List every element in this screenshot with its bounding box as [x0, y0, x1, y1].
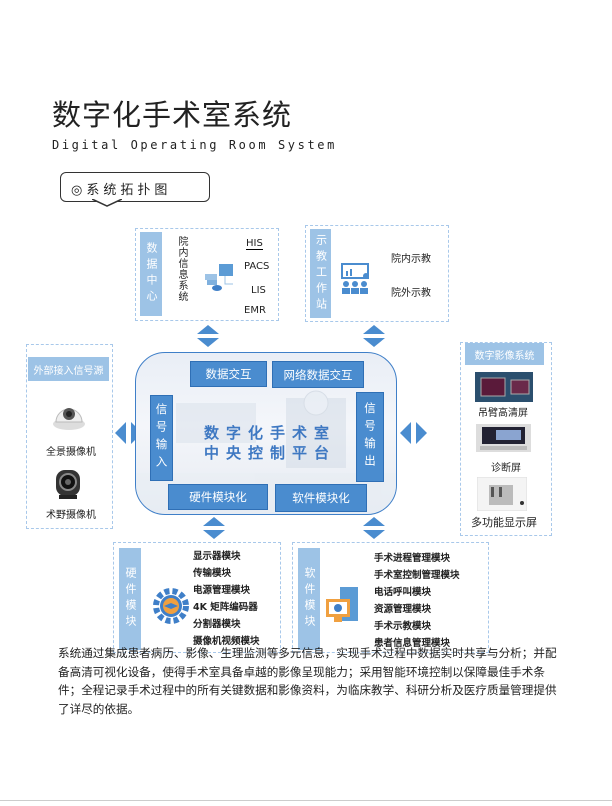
digital-imaging-group — [460, 342, 552, 536]
hardware-item: 4K 矩阵编码器 — [193, 602, 258, 613]
hardware-module-list: 显示器模块 传输模块 电源管理模块 4K 矩阵编码器 分割器模块 摄像机视频模块 — [193, 548, 260, 650]
updown-arrow-icon — [203, 517, 225, 539]
hardware-module-group — [113, 542, 281, 653]
software-item: 手术进程管理模块 — [374, 553, 451, 564]
page-title: 数字化手术室系统 — [52, 98, 293, 132]
hardware-item: 分割器模块 — [193, 619, 241, 630]
data-center-group — [135, 228, 279, 321]
topology-label: 系统拓扑图 — [86, 183, 172, 198]
software-item: 电话呼叫模块 — [374, 587, 432, 598]
software-module-label: 软件模块 — [298, 548, 320, 650]
platform-title-line1: 数字化手术室 — [203, 424, 336, 442]
computer-settings-icon — [326, 587, 358, 622]
description-paragraph: 系统通过集成患者病历、影像、生理监测等多元信息，实现手术过程中数据实时共享与分析… — [58, 646, 557, 716]
software-module-group — [292, 542, 489, 653]
hardware-item: 电源管理模块 — [193, 585, 251, 596]
software-item: 资源管理模块 — [374, 604, 432, 615]
callout-tail — [92, 199, 122, 207]
hardware-item: 传输模块 — [193, 568, 232, 579]
updown-arrow-icon — [363, 517, 385, 539]
external-signal-label: 外部接入信号源 — [28, 357, 109, 381]
updown-arrow-icon — [197, 325, 219, 347]
teaching-internal: 院内示教 — [391, 254, 431, 265]
his-label: HIS — [246, 238, 263, 250]
signal-output-box: 信号输出 — [356, 392, 384, 482]
digital-imaging-label: 数字影像系统 — [465, 343, 544, 365]
platform-title-line2: 中央控制平台 — [203, 444, 336, 462]
camera-panoramic-label: 全景摄像机 — [46, 447, 96, 458]
signal-input-box: 信号输入 — [150, 395, 173, 481]
target-icon: ◎ — [71, 183, 87, 198]
leftright-arrow-icon — [400, 422, 427, 444]
external-signal-group — [26, 344, 113, 529]
hardware-item: 显示器模块 — [193, 551, 241, 562]
software-modular-box: 软件模块化 — [275, 484, 367, 512]
lis-label: LIS — [251, 285, 266, 296]
dome-camera-icon — [53, 408, 85, 430]
updown-arrow-icon — [363, 325, 385, 347]
software-item: 患者信息管理模块 — [374, 638, 451, 649]
gear-handshake-icon — [153, 588, 189, 624]
presentation-icon — [341, 263, 369, 294]
software-module-list: 手术进程管理模块 手术室控制管理模块 电话呼叫模块 资源管理模块 手术示教模块 … — [374, 550, 460, 652]
software-item: 手术示教模块 — [374, 621, 432, 632]
page-bottom-divider — [0, 800, 612, 801]
teaching-group — [305, 225, 449, 322]
teaching-label: 示教工作站 — [310, 229, 331, 318]
hardware-module-label: 硬件模块 — [119, 548, 141, 650]
software-item: 手术室控制管理模块 — [374, 570, 460, 581]
server-computer-icon — [205, 264, 233, 291]
boom-hd-screen-label: 吊臂高清屏 — [478, 408, 528, 419]
camera-field-label: 术野摄像机 — [46, 510, 96, 521]
multifunction-screen-label: 多功能显示屏 — [471, 516, 537, 529]
diagnostic-screen-label: 诊断屏 — [491, 463, 521, 474]
hospital-info-system-label: 院内信息系统 — [176, 236, 187, 302]
boom-monitor-image — [475, 372, 533, 402]
diagnostic-screen-image — [476, 424, 531, 452]
pacs-label: PACS — [244, 261, 270, 272]
hardware-item: 摄像机视频模块 — [193, 636, 260, 647]
topology-callout: ◎系统拓扑图 — [60, 172, 210, 202]
data-exchange-box: 数据交互 — [190, 361, 267, 387]
multifunction-display-image — [477, 477, 527, 511]
emr-label: EMR — [244, 305, 266, 316]
hardware-modular-box: 硬件模块化 — [168, 484, 268, 510]
teaching-external: 院外示教 — [391, 288, 431, 299]
field-camera-icon — [56, 470, 80, 499]
page-subtitle: Digital Operating Room System — [52, 138, 337, 152]
network-data-exchange-box: 网络数据交互 — [272, 361, 364, 388]
data-center-label: 数据中心 — [140, 232, 162, 316]
